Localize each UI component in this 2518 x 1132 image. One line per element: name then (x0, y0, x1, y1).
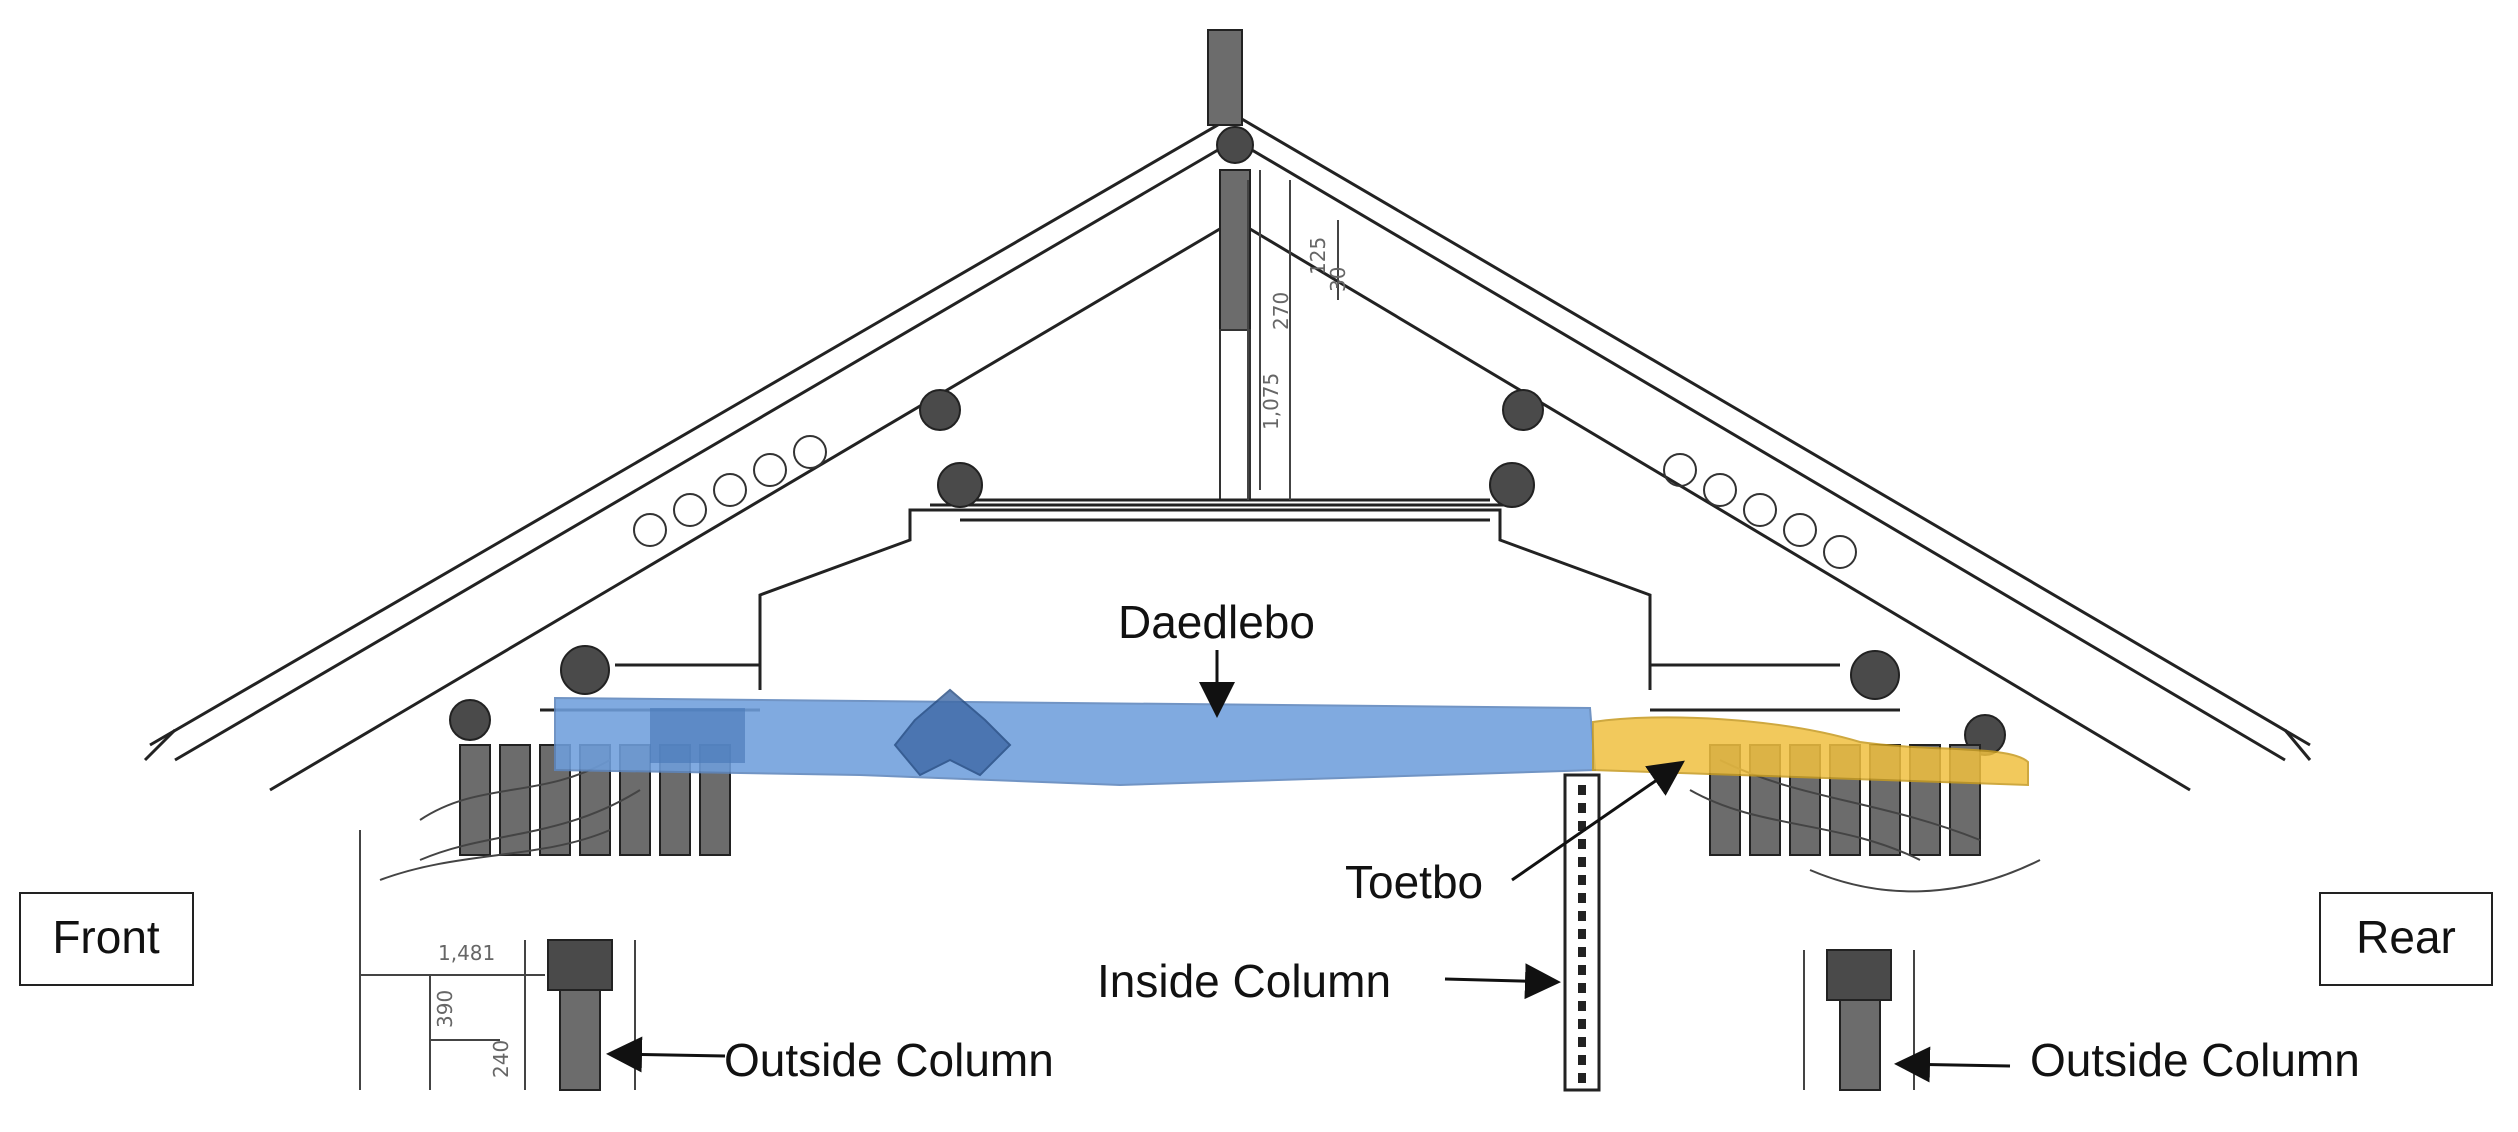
toetbo-label: Toetbo (1345, 856, 1483, 908)
dimension-1481: 1,481 (438, 941, 495, 965)
inside-column-arrow (1444, 963, 1561, 1000)
dimension-240: 240 (489, 1040, 513, 1078)
daedlebo-member (554, 688, 1597, 787)
outside-column-left-label: Outside Column (724, 1034, 1054, 1086)
inside-column-label: Inside Column (1097, 955, 1391, 1007)
inside-column (1563, 773, 1601, 1092)
outside-column-right (1803, 949, 1915, 1091)
front-label: Front (52, 911, 160, 963)
outside-column-right-label: Outside Column (2030, 1034, 2360, 1086)
rear-box: Rear (2319, 892, 2493, 986)
ridge-tiles-left (633, 435, 827, 547)
dimension-1075: 1,075 (1259, 373, 1283, 430)
dimension-125: 125 (1306, 237, 1330, 275)
toetbo-member (1592, 716, 2029, 787)
dimension-marks: 1,481 390 240 1,075 270 125 30 (359, 180, 1350, 1090)
daedlebo-label: Daedlebo (1118, 596, 1315, 648)
front-box: Front (19, 892, 194, 986)
dimension-270: 270 (1269, 292, 1293, 330)
outside-column-right-arrow (1894, 1046, 2011, 1083)
toetbo-arrow (1511, 760, 1685, 882)
inner-frame (449, 389, 2006, 756)
dimension-30: 30 (1326, 267, 1350, 292)
outside-column-left-arrow (606, 1036, 726, 1073)
ridge-tiles-right (1663, 453, 1857, 569)
rear-label: Rear (2356, 911, 2456, 963)
outside-column-left (524, 939, 636, 1091)
dimension-390: 390 (433, 990, 457, 1028)
roof-outline (143, 29, 2312, 792)
